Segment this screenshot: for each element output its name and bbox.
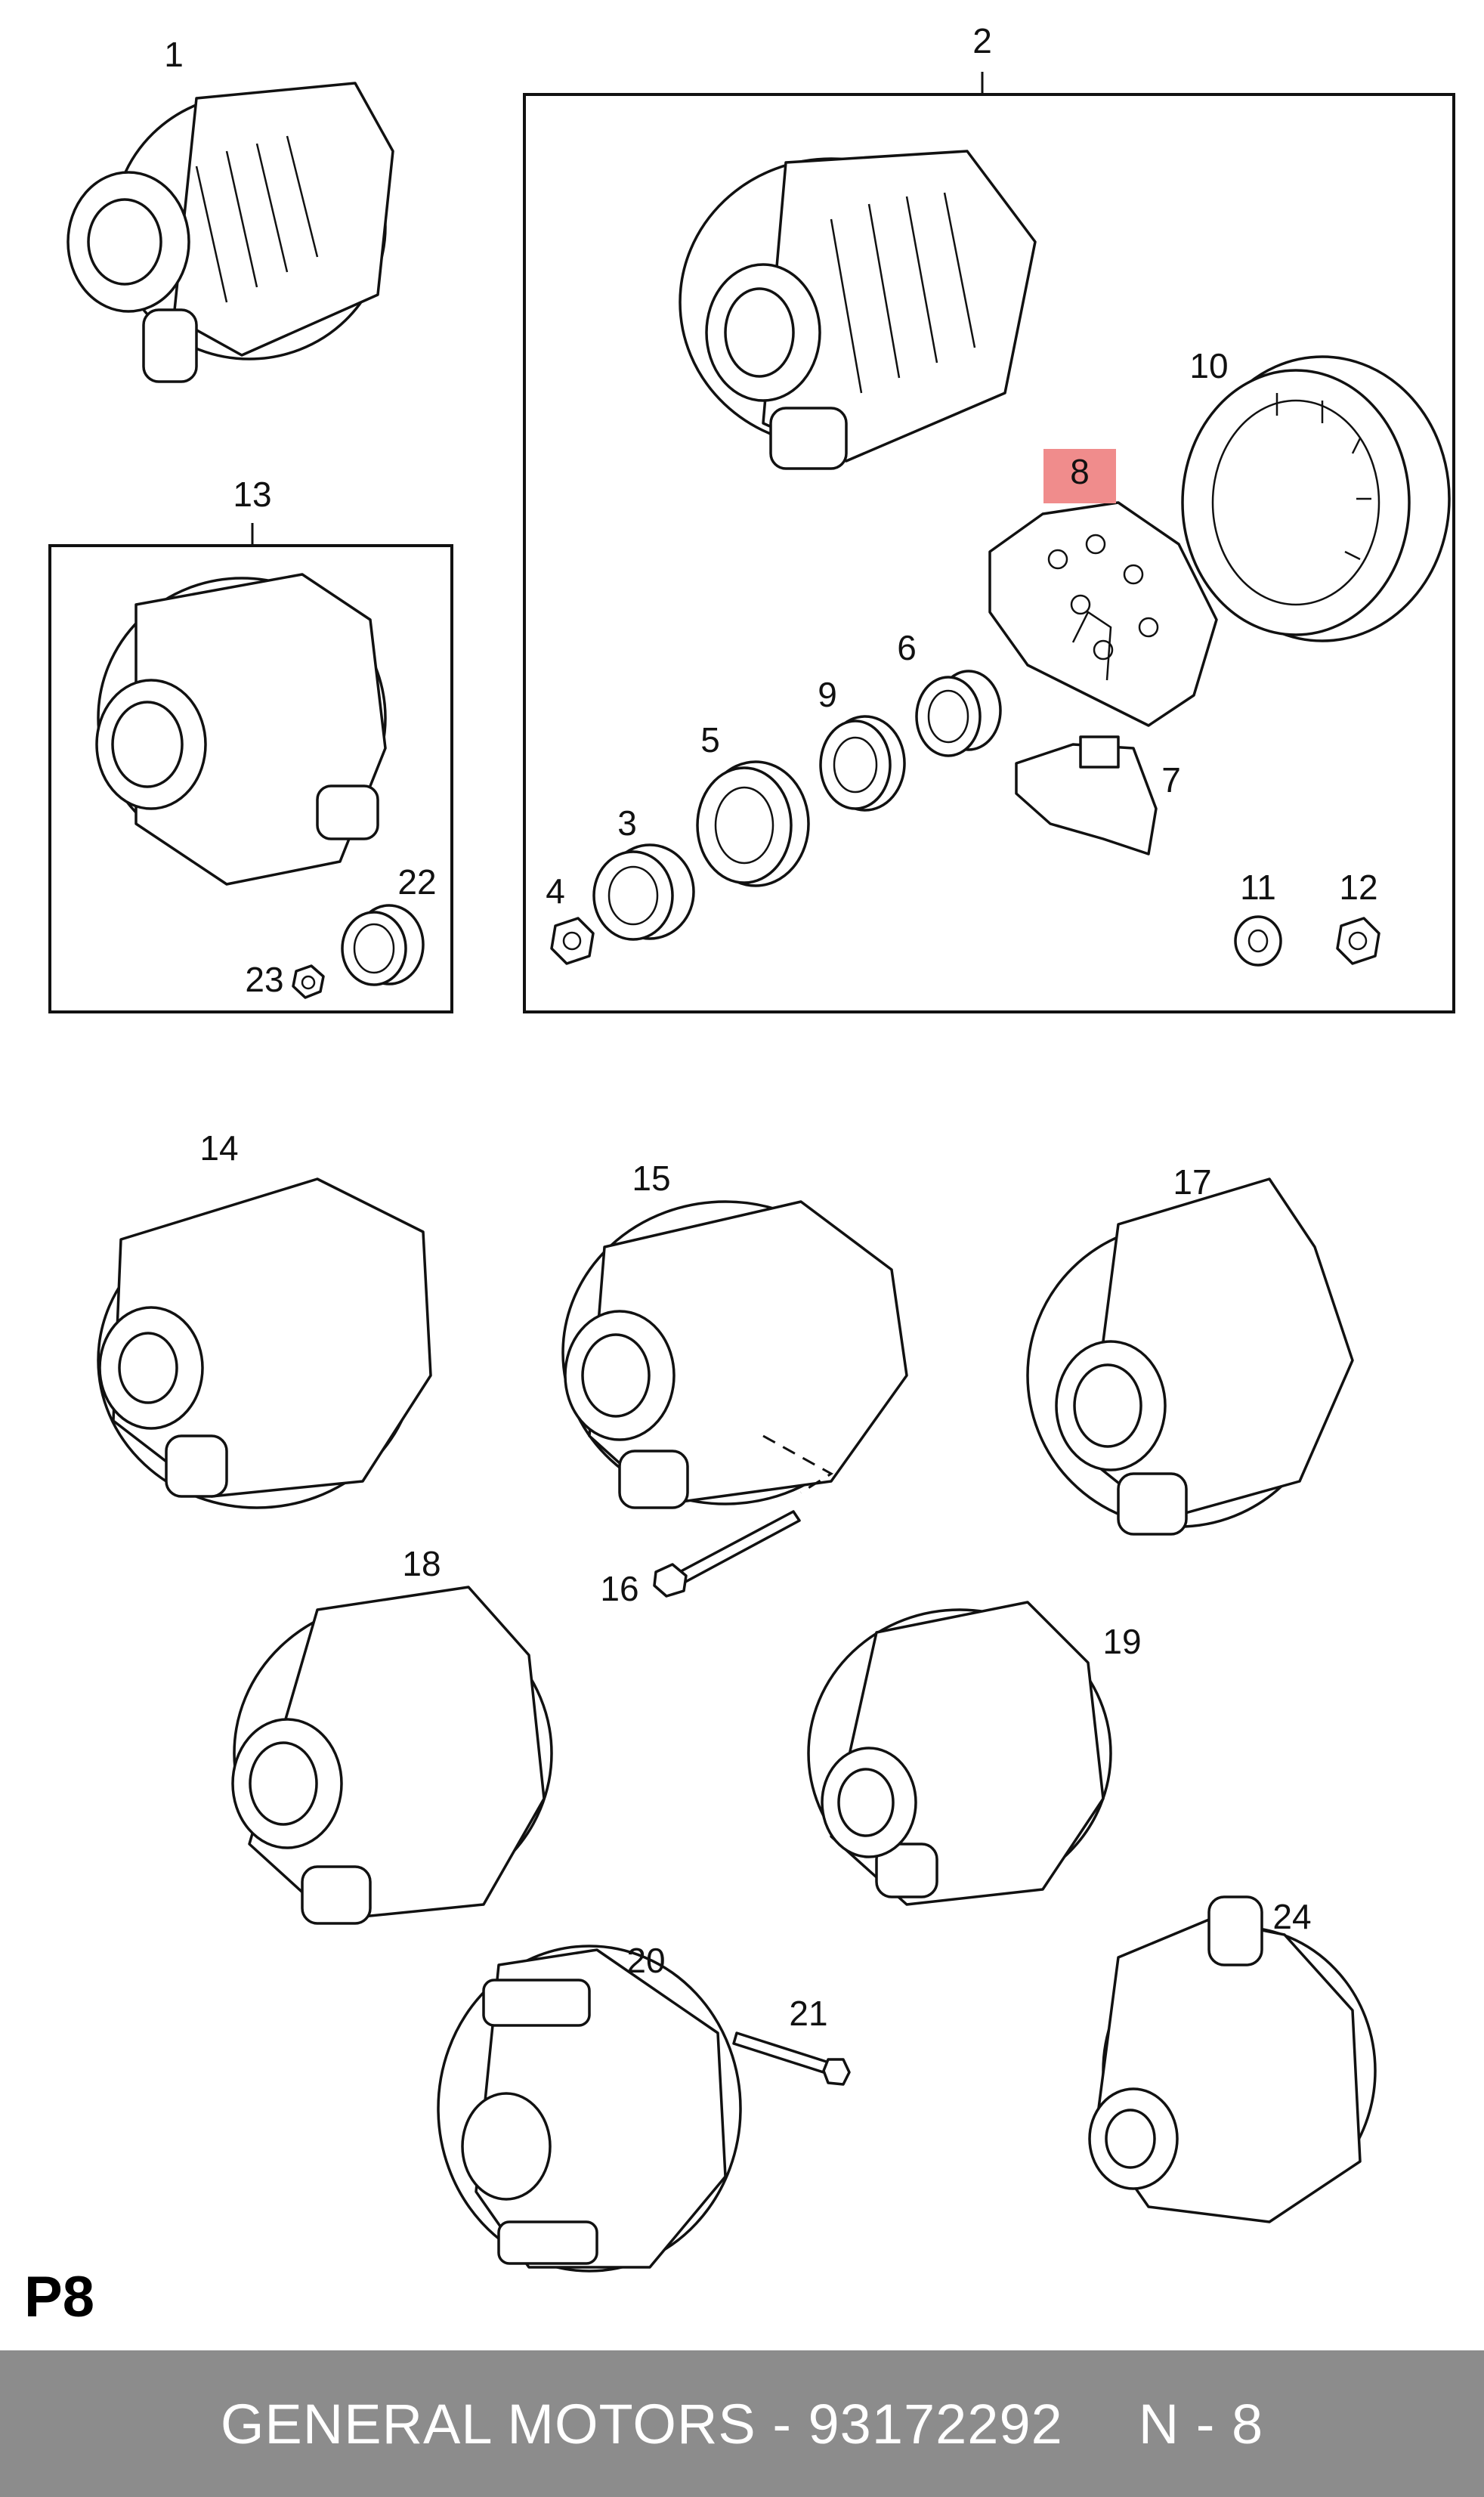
- callout-7: 7: [1161, 760, 1181, 800]
- nut-23[interactable]: [292, 964, 325, 999]
- callout-5: 5: [700, 720, 720, 760]
- bearing-5[interactable]: [696, 760, 810, 887]
- parts-diagram: 1 2 3 4 5 6 7 8 9 10 11 12 13 14 15 16 1…: [48, 21, 1455, 2273]
- bolt-16[interactable]: [653, 1510, 801, 1598]
- callout-13: 13: [233, 475, 271, 514]
- callout-21: 21: [789, 1994, 827, 2033]
- alternator-2[interactable]: [679, 150, 1037, 470]
- bolt-21[interactable]: [732, 2031, 851, 2086]
- callout-20: 20: [626, 1941, 665, 1980]
- callout-2: 2: [972, 21, 992, 60]
- alternator-19[interactable]: [807, 1601, 1112, 1906]
- rectifier-8[interactable]: [988, 501, 1218, 727]
- callout-19: 19: [1102, 1622, 1141, 1661]
- nut-4[interactable]: [550, 917, 595, 965]
- callout-11: 11: [1240, 868, 1276, 907]
- brush-holder-7[interactable]: [1015, 735, 1158, 856]
- callout-17: 17: [1173, 1162, 1211, 1202]
- pulley-22[interactable]: [341, 904, 425, 986]
- alternator-17[interactable]: [1026, 1177, 1354, 1536]
- footer-brand-part-number: GENERAL MOTORS - 93172292: [220, 2392, 1063, 2455]
- callout-4: 4: [546, 871, 565, 911]
- callout-16: 16: [600, 1569, 638, 1608]
- group-box-2: [523, 93, 1455, 1013]
- alternator-1[interactable]: [66, 82, 394, 383]
- nut-12[interactable]: [1336, 917, 1380, 965]
- callout-9: 9: [818, 675, 837, 714]
- bearing-9[interactable]: [819, 715, 906, 812]
- callout-23: 23: [245, 960, 283, 999]
- callout-6: 6: [897, 628, 917, 667]
- callout-18: 18: [402, 1544, 441, 1583]
- pulley-3[interactable]: [592, 843, 695, 941]
- alternator-20[interactable]: [437, 1945, 742, 2273]
- footer-text: GENERAL MOTORS - 93172292 N - 8: [0, 2350, 1484, 2497]
- group-box-13: [48, 544, 453, 1013]
- callout-8: 8: [1070, 452, 1090, 491]
- callout-24: 24: [1272, 1897, 1311, 1936]
- callout-3: 3: [617, 803, 637, 843]
- nut-11[interactable]: [1234, 915, 1282, 967]
- page-code: P8: [24, 2265, 94, 2329]
- footer-diagram-ref: N - 8: [1138, 2392, 1264, 2455]
- callout-15: 15: [632, 1159, 670, 1198]
- sleeve-6[interactable]: [915, 670, 1002, 757]
- footer-bar: GENERAL MOTORS - 93172292 N - 8: [0, 2350, 1484, 2497]
- alternator-24[interactable]: [1088, 1895, 1377, 2223]
- alternator-14[interactable]: [97, 1177, 432, 1509]
- leader-15-16: [762, 1434, 833, 1494]
- callout-12: 12: [1339, 868, 1377, 907]
- alternator-15[interactable]: [561, 1200, 908, 1509]
- alternator-13[interactable]: [95, 573, 387, 886]
- callout-22: 22: [397, 862, 436, 902]
- stator-10[interactable]: [1181, 355, 1451, 642]
- callout-1: 1: [164, 35, 184, 74]
- alternator-18[interactable]: [231, 1586, 553, 1925]
- callout-10: 10: [1189, 346, 1228, 385]
- highlight-marker: [1043, 449, 1116, 503]
- callout-14: 14: [199, 1128, 238, 1168]
